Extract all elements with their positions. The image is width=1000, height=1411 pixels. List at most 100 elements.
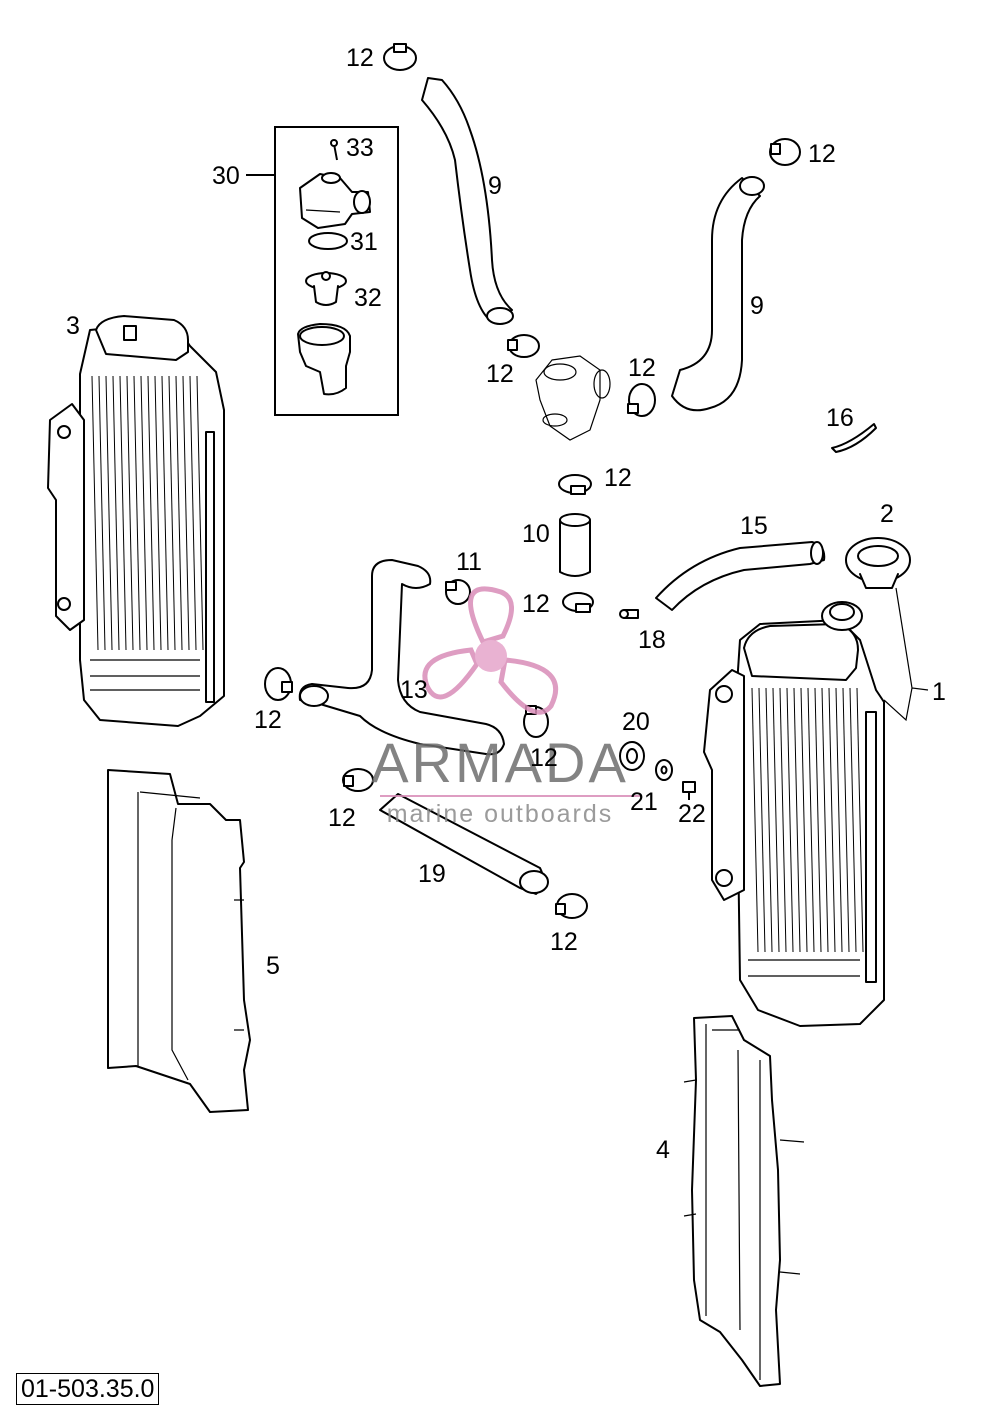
fin-line — [800, 687, 808, 953]
callout-9: 9 — [750, 292, 764, 320]
fin-line — [786, 687, 794, 953]
callout-12: 12 — [486, 360, 514, 388]
callout-19: 19 — [418, 860, 446, 888]
fin-line — [98, 375, 106, 651]
callout-21: 21 — [630, 788, 658, 816]
hose-9-left — [421, 77, 513, 323]
screw-33 — [330, 139, 338, 161]
cable-tie-16 — [831, 423, 877, 453]
thermostat-housing — [297, 323, 351, 396]
fitting-18 — [619, 609, 639, 619]
fin-line — [168, 375, 176, 651]
fin-line — [161, 375, 169, 651]
clamp-icon — [383, 43, 417, 71]
callout-3: 3 — [66, 312, 80, 340]
bolt-22 — [682, 781, 696, 800]
radiator-right — [703, 587, 929, 1027]
callout-16: 16 — [826, 404, 854, 432]
radiator-left — [47, 315, 225, 727]
fin-line — [842, 687, 850, 953]
callout-30: 30 — [212, 162, 240, 190]
callout-15: 15 — [740, 512, 768, 540]
callout-20: 20 — [622, 708, 650, 736]
radiator-shroud-5 — [107, 769, 251, 1113]
fin-line — [140, 375, 148, 651]
hose-15 — [655, 541, 826, 611]
callout-12: 12 — [550, 928, 578, 956]
fin-line — [835, 687, 843, 953]
clamp-icon — [627, 383, 656, 417]
clamp-icon — [342, 768, 374, 792]
fin-line — [147, 375, 155, 651]
callout-10: 10 — [522, 520, 550, 548]
callout-18: 18 — [638, 626, 666, 654]
clamp-icon — [558, 474, 592, 495]
hose-13 — [298, 559, 505, 756]
fin-line — [779, 687, 787, 953]
fin-line — [133, 375, 141, 651]
clamp-icon — [555, 893, 588, 919]
hose-19 — [379, 793, 549, 895]
fin-line — [821, 687, 829, 953]
clamp-icon — [562, 592, 594, 613]
clamp-icon — [507, 334, 540, 358]
fin-line — [189, 375, 197, 651]
callout-12: 12 — [328, 804, 356, 832]
thermostat-cover — [299, 172, 371, 229]
washer-21 — [655, 759, 673, 781]
fin-line — [856, 687, 864, 953]
hose-clamps — [264, 43, 801, 919]
callout-12: 12 — [628, 354, 656, 382]
clip-11 — [445, 579, 471, 605]
callout-12: 12 — [346, 44, 374, 72]
callout-12: 12 — [254, 706, 282, 734]
fin-line — [849, 687, 857, 953]
fin-line — [91, 375, 99, 651]
hose-10 — [559, 513, 591, 577]
fin-line — [112, 375, 120, 651]
radiator-cap-2 — [845, 537, 911, 589]
reference-code: 01-503.35.0 — [16, 1373, 160, 1405]
fin-line — [772, 687, 780, 953]
fin-line — [751, 687, 759, 953]
fin-line — [105, 375, 113, 651]
clamp-icon — [264, 667, 293, 701]
thermostat-32 — [305, 271, 347, 306]
clamp-icon — [769, 138, 801, 166]
fin-line — [175, 375, 183, 651]
callout-22: 22 — [678, 800, 706, 828]
callout-labels: 12 33 30 9 12 31 32 9 3 12 12 16 12 15 2… — [66, 44, 946, 1164]
callout-5: 5 — [266, 952, 280, 980]
callout-4: 4 — [656, 1136, 670, 1164]
thermostat-kit-box — [246, 126, 399, 416]
fin-line — [793, 687, 801, 953]
watermark-title: ARMADA — [371, 731, 629, 794]
fin-line — [154, 375, 162, 651]
fin-line — [119, 375, 127, 651]
callout-12: 12 — [522, 590, 550, 618]
radiator-fins — [91, 375, 204, 651]
fin-line — [807, 687, 815, 953]
fin-line — [126, 375, 134, 651]
callout-2: 2 — [880, 500, 894, 528]
fin-line — [814, 687, 822, 953]
callout-9: 9 — [488, 172, 502, 200]
callout-12: 12 — [604, 464, 632, 492]
hose-9-right — [671, 177, 761, 412]
o-ring-31 — [308, 232, 348, 250]
callout-13: 13 — [400, 676, 428, 704]
water-pump — [535, 355, 611, 441]
armada-watermark: ARMADA marine outboards — [371, 586, 640, 828]
callout-11: 11 — [456, 548, 482, 576]
fin-line — [765, 687, 773, 953]
fin-line — [758, 687, 766, 953]
fin-line — [828, 687, 836, 953]
callout-1: 1 — [932, 678, 946, 706]
radiator-fins — [751, 687, 864, 953]
fin-line — [196, 375, 204, 651]
propeller-logo-icon — [422, 586, 559, 715]
callout-31: 31 — [350, 228, 378, 256]
callout-33: 33 — [346, 134, 374, 162]
grommet-20 — [619, 741, 645, 771]
